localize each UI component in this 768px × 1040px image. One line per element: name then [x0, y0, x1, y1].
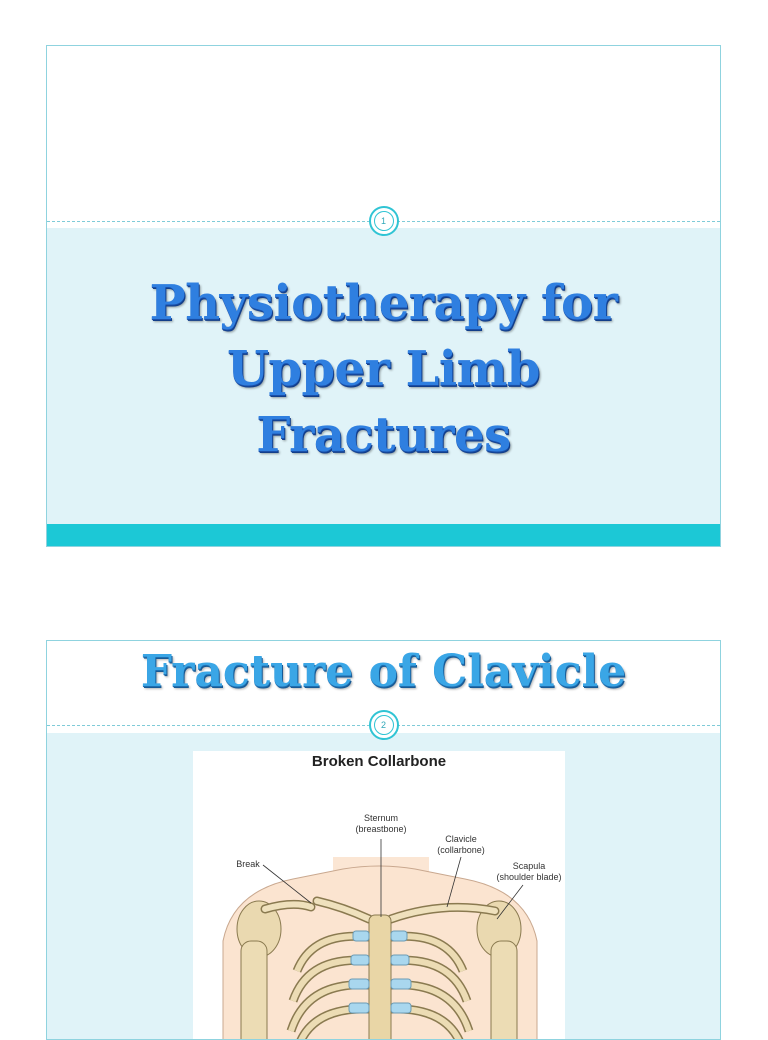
title-line-3: Fractures	[256, 407, 511, 463]
slide-1-header-area	[47, 46, 720, 222]
label-clavicle: Clavicle (collarbone)	[437, 834, 485, 855]
label-break: Break	[236, 859, 260, 869]
slide-1-content-area	[47, 228, 720, 546]
slide-number: 2	[373, 715, 394, 735]
figure-title: Broken Collarbone	[311, 753, 447, 770]
slide-number-badge: 1	[368, 206, 399, 236]
title-line-2: Upper Limb	[227, 341, 540, 397]
slide-1: 1 Physiotherapy for Upper Limb Fractures	[46, 45, 721, 547]
collarbone-illustration: Broken Collarbone Sternum (breastbone) C…	[193, 751, 565, 1039]
slide-2-title: Fracture of Clavicle	[140, 646, 627, 697]
slide-number: 1	[373, 211, 394, 231]
slide-2: Fracture of Clavicle 2 Broken Collarbone…	[46, 640, 721, 1040]
slide-1-accent-bar	[47, 524, 720, 546]
label-sternum: Sternum (breastbone)	[355, 813, 407, 834]
slide-1-title: Physiotherapy for Upper Limb Fractures	[47, 270, 720, 468]
title-line-1: Physiotherapy for	[149, 275, 618, 331]
label-scapula: Scapula (shoulder blade)	[496, 861, 562, 882]
slide-number-badge: 2	[368, 710, 399, 740]
skeleton-diagram	[222, 839, 538, 1039]
